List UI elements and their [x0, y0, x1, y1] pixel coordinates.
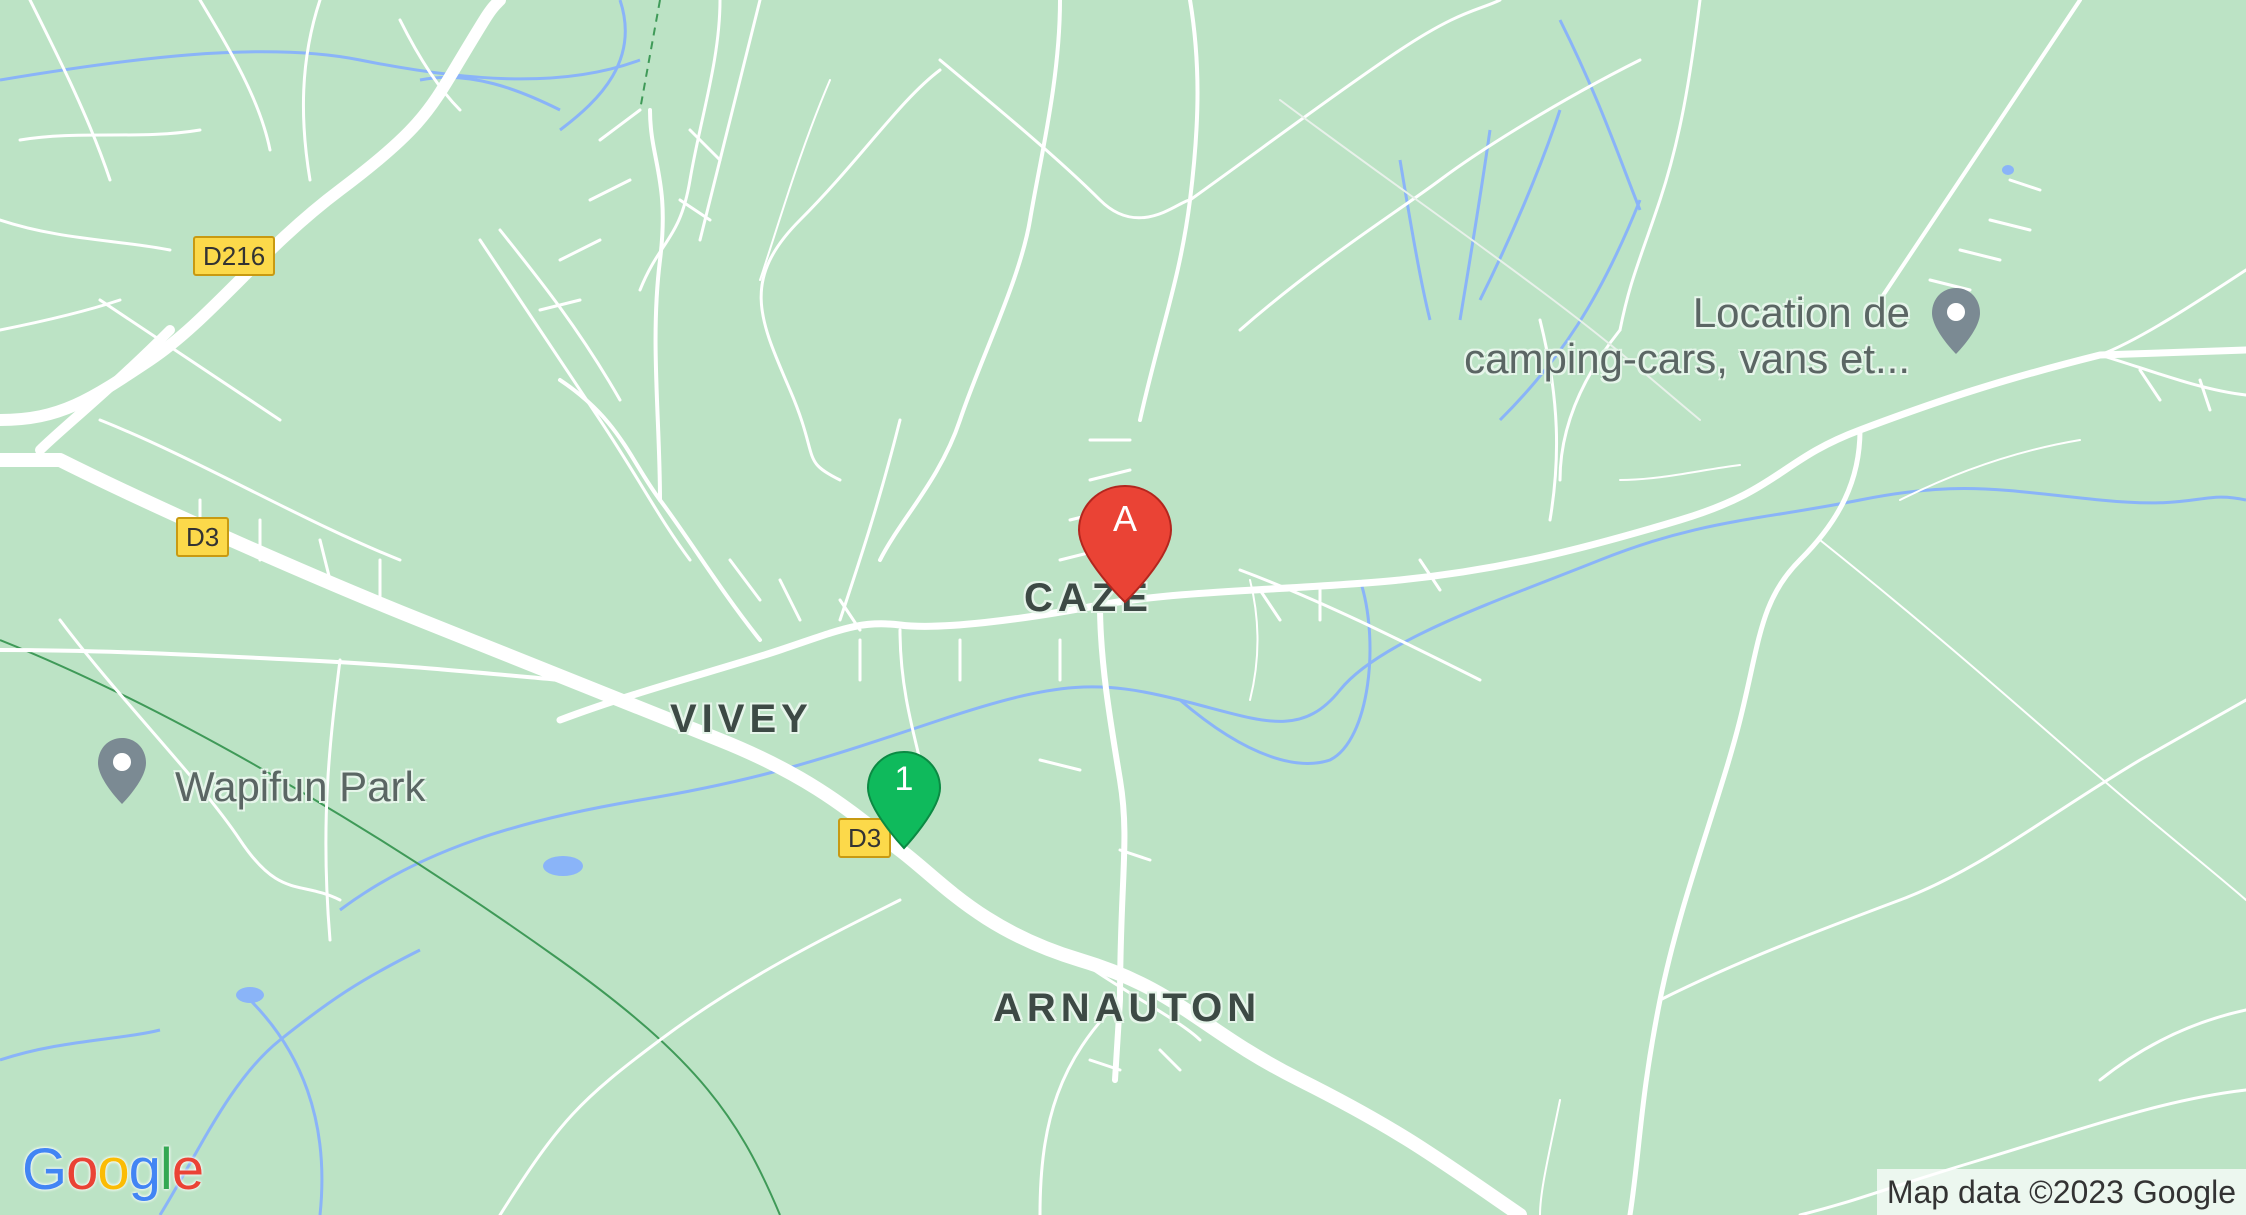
railway: [0, 0, 781, 1215]
poi-label-line-2: camping-cars, vans et...: [1464, 335, 1910, 382]
marker-1[interactable]: 1: [866, 750, 942, 850]
poi-label-location-camping-cars[interactable]: Location de camping-cars, vans et...: [1400, 290, 1910, 382]
road-shield-d3-lower: D3: [838, 818, 892, 858]
google-logo[interactable]: Google: [22, 1136, 204, 1203]
logo-letter: l: [159, 1137, 173, 1202]
logo-letter: e: [171, 1137, 204, 1202]
road-d3: [0, 453, 1527, 1215]
marker-a[interactable]: A: [1077, 484, 1173, 604]
logo-letter: o: [66, 1137, 98, 1202]
map-pin-green-icon: [866, 750, 942, 850]
logo-letter: g: [128, 1137, 161, 1202]
poi-label-line-1: Location de: [1692, 289, 1910, 336]
map-pin-red-icon: [1077, 484, 1173, 604]
road-shield-d3-upper: D3: [176, 517, 230, 557]
map-attribution[interactable]: Map data ©2023 Google: [1876, 1169, 2246, 1215]
wapifun-poi-pin-icon[interactable]: [96, 736, 148, 806]
road-shield-d216: D216: [193, 236, 276, 276]
marker-1-label: 1: [894, 760, 914, 798]
minor-stubs: [198, 108, 2212, 1072]
ponds: [236, 165, 2014, 1003]
marker-a-label: A: [1112, 498, 1137, 539]
place-label-arnauton: ARNAUTON: [993, 986, 1262, 1030]
logo-letter: G: [22, 1137, 67, 1202]
poi-label-wapifun-park[interactable]: Wapifun Park: [175, 763, 426, 810]
location-poi-pin-icon[interactable]: [1930, 286, 1982, 356]
place-label-vivey: VIVEY: [670, 697, 813, 741]
logo-letter: o: [97, 1137, 129, 1202]
